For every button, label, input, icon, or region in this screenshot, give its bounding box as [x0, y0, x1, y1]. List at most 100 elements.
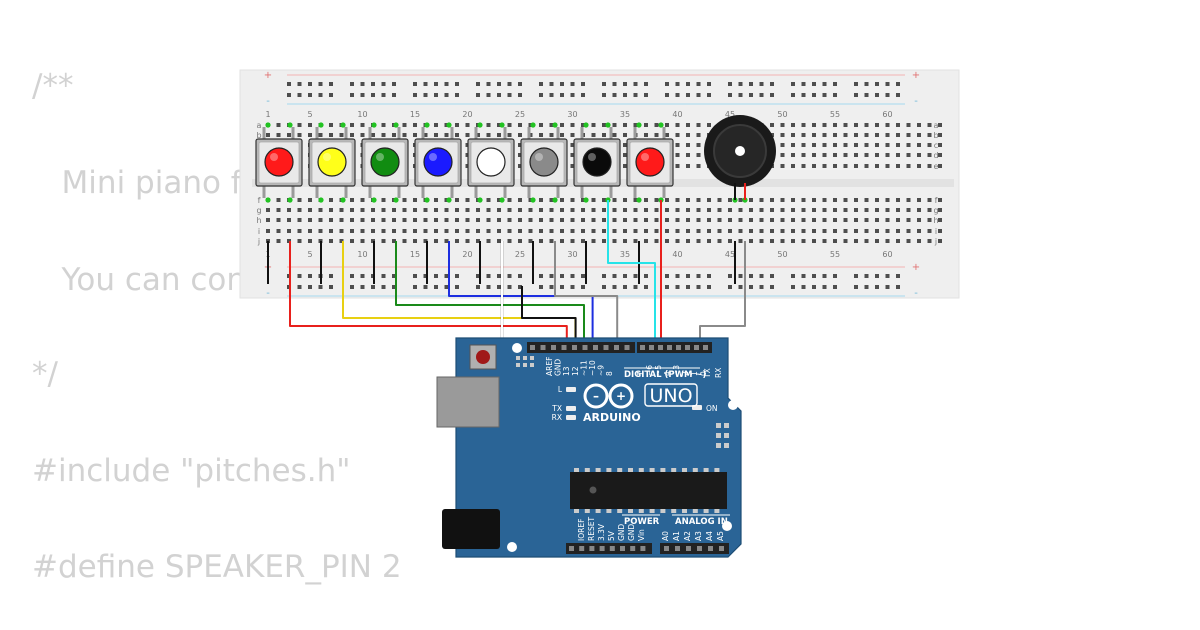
breadboard-hole [791, 153, 795, 157]
breadboard-hole [360, 198, 365, 202]
connection-marker [636, 122, 642, 128]
breadboard-hole [665, 208, 669, 212]
breadboard-hole [308, 218, 312, 222]
breadboard-rail-hole [308, 93, 312, 97]
pushbutton-leg [397, 186, 401, 198]
breadboard-hole [780, 123, 785, 127]
breadboard-rail-hole [287, 93, 291, 97]
breadboard-hole [812, 198, 816, 202]
breadboard-hole [665, 229, 669, 233]
breadboard-hole [707, 218, 711, 222]
breadboard-rail-hole [308, 274, 312, 278]
analog-label: ANALOG IN [675, 517, 728, 527]
breadboard-hole [780, 239, 785, 243]
breadboard-hole [696, 229, 701, 233]
breadboard-rail-hole [644, 274, 648, 278]
connection-marker [552, 122, 558, 128]
led-label: RX [552, 413, 562, 422]
breadboard-rail-hole [812, 82, 816, 86]
breadboard-hole [549, 218, 554, 222]
chip-pin [617, 509, 623, 513]
pushbutton-highlight [270, 153, 278, 161]
chip-pin [617, 468, 623, 472]
power-pin-label: 5V [607, 530, 616, 541]
breadboard-hole [864, 208, 869, 212]
breadboard-rail-hole [633, 285, 638, 289]
connection-marker [636, 197, 642, 203]
header-pin [640, 345, 645, 350]
power-pin-label: GND [627, 524, 636, 541]
breadboard-hole [938, 123, 942, 127]
pushbutton-leg [503, 186, 507, 198]
breadboard-hole [686, 218, 690, 222]
column-number: 10 [357, 250, 367, 259]
column-number: 55 [830, 250, 840, 259]
breadboard-hole [623, 133, 627, 137]
breadboard-hole [591, 218, 596, 222]
chip-pin [703, 468, 709, 472]
breadboard-hole [686, 123, 690, 127]
breadboard-rail-hole [791, 285, 795, 289]
breadboard-hole [381, 239, 386, 243]
pushbutton-cap [264, 147, 294, 177]
pushbutton-highlight [323, 153, 331, 161]
breadboard-hole [402, 133, 407, 137]
pushbutton-leg [474, 127, 478, 139]
chip-pin [692, 509, 698, 513]
breadboard-rail-hole [371, 285, 375, 289]
led-indicator [566, 387, 576, 392]
rail-plus-label: + [912, 262, 920, 273]
breadboard-rail-hole [644, 93, 648, 97]
breadboard-rail-hole [392, 274, 396, 278]
breadboard-hole [360, 239, 365, 243]
breadboard-hole [507, 133, 512, 137]
breadboard-rail-hole [665, 285, 669, 289]
chip-pin [671, 509, 677, 513]
breadboard-hole [497, 239, 501, 243]
rx-pin-label: RX [714, 368, 723, 378]
breadboard-rail-hole [434, 274, 438, 278]
breadboard-hole [854, 123, 858, 127]
breadboard-hole [350, 198, 354, 202]
breadboard-hole [549, 123, 554, 127]
breadboard-hole [623, 198, 627, 202]
breadboard-rail-hole [812, 274, 816, 278]
breadboard-hole [843, 208, 848, 212]
pushbutton-leg [315, 127, 319, 139]
digital-pin-label: ~11 [579, 360, 588, 376]
power-label: POWER [624, 517, 660, 527]
breadboard-rail-hole [633, 93, 638, 97]
breadboard-hole [560, 133, 564, 137]
pushbutton-cap [582, 147, 612, 177]
breadboard-hole [770, 229, 774, 233]
connection-marker [265, 122, 271, 128]
pushbutton-highlight [429, 153, 437, 161]
digital-pin-label: 1 [690, 371, 699, 376]
breadboard-rail-hole [875, 93, 879, 97]
breadboard-hole [476, 218, 480, 222]
breadboard-rail-hole [392, 285, 396, 289]
breadboard-hole [917, 143, 921, 147]
connection-marker [499, 197, 505, 203]
header-pin [582, 345, 588, 350]
breadboard-hole [507, 239, 512, 243]
breadboard-hole [497, 133, 501, 137]
breadboard-hole [686, 208, 690, 212]
pushbuttons [255, 127, 674, 198]
breadboard-rail-hole [560, 285, 564, 289]
breadboard-hole [927, 164, 932, 168]
connection-marker [371, 122, 377, 128]
breadboard-hole [654, 218, 659, 222]
breadboard-hole [770, 123, 774, 127]
breadboard-hole [381, 218, 386, 222]
breadboard-hole [276, 218, 281, 222]
pushbutton-leg [556, 186, 560, 198]
breadboard-hole [896, 229, 900, 233]
breadboard-rail-hole [665, 82, 669, 86]
breadboard-rail-hole [476, 274, 480, 278]
breadboard-rail-hole [392, 82, 396, 86]
breadboard-hole [833, 164, 837, 168]
breadboard-rail-hole [728, 274, 732, 278]
breadboard-hole [497, 218, 501, 222]
pushbutton-cap [635, 147, 665, 177]
